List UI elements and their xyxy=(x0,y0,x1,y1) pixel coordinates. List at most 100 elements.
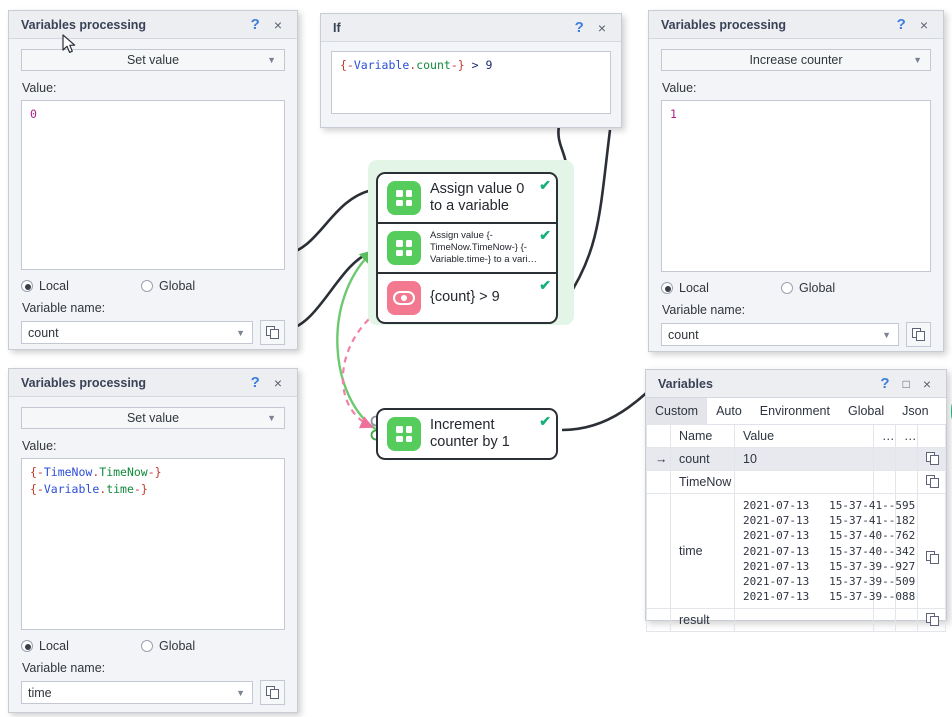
variable-name-row[interactable]: count ▼ xyxy=(661,322,931,347)
close-icon[interactable]: × xyxy=(273,16,282,33)
action-dropdown[interactable]: Set value ▼ xyxy=(21,407,285,429)
copy-button[interactable] xyxy=(260,320,285,345)
radio-global[interactable]: Global xyxy=(141,639,195,653)
table-row[interactable]: TimeNow xyxy=(646,470,946,494)
dialog-titlebar[interactable]: Variables processing ? × xyxy=(9,11,297,39)
true-branch-connector xyxy=(336,249,378,432)
dialog-variables-processing-increase[interactable]: Variables processing ? × Increase counte… xyxy=(648,10,944,352)
table-row[interactable]: → count 10 xyxy=(646,447,946,471)
action-dropdown-value: Set value xyxy=(126,411,180,425)
grid-icon xyxy=(387,417,421,451)
expr-dot: . xyxy=(99,481,107,496)
tab-json[interactable]: Json xyxy=(902,404,929,418)
value-text: 1 xyxy=(670,107,677,121)
value-line-1: {-TimeNow.TimeNow-} xyxy=(30,464,276,481)
status-check-icon: ✔ xyxy=(539,177,551,193)
dialog-title: Variables processing xyxy=(21,17,147,32)
row-copy-button[interactable] xyxy=(917,470,946,494)
row-value: 2021-07-13 15-37-41--595 2021-07-13 15-3… xyxy=(734,492,915,610)
close-icon[interactable]: × xyxy=(919,16,928,33)
variable-name-label: Variable name: xyxy=(662,303,746,317)
close-icon[interactable]: × xyxy=(922,375,931,392)
flow-node-group[interactable]: Assign value 0 to a variable ✔ Assign va… xyxy=(376,172,558,324)
row-copy-button[interactable] xyxy=(917,608,946,633)
scope-radio-group[interactable]: Local Global xyxy=(661,281,931,295)
radio-global[interactable]: Global xyxy=(781,281,835,295)
row-extra-2 xyxy=(895,470,918,494)
value-editor[interactable]: 0 xyxy=(21,100,285,270)
help-icon[interactable]: ? xyxy=(250,16,260,33)
window-variables[interactable]: Variables ? □ × Custom Auto Environment … xyxy=(645,369,952,633)
col-extra-1[interactable]: … xyxy=(873,425,896,448)
expr-brace-open: {- xyxy=(30,465,44,479)
dialog-variables-processing-time[interactable]: Variables processing ? × Set value ▼ Val… xyxy=(8,368,298,713)
expr-dot: . xyxy=(409,58,417,72)
flow-node-condition[interactable]: {count} > 9 ✔ xyxy=(378,274,556,322)
dialog-titlebar[interactable]: If ? × xyxy=(321,14,621,42)
tab-global[interactable]: Global xyxy=(847,404,885,418)
condition-editor[interactable]: {-Variable.count-} > 9 xyxy=(331,51,611,114)
action-dropdown[interactable]: Set value ▼ xyxy=(21,49,285,71)
help-icon[interactable]: ? xyxy=(574,19,584,36)
dialog-title: Variables processing xyxy=(21,375,147,390)
col-name[interactable]: Name xyxy=(670,425,735,448)
scope-radio-group[interactable]: Local Global xyxy=(21,639,285,653)
copy-button[interactable] xyxy=(260,680,285,705)
window-titlebar[interactable]: Variables ? □ × xyxy=(646,370,946,398)
tab-auto[interactable]: Auto xyxy=(716,404,742,418)
variable-name-input[interactable]: count ▼ xyxy=(21,321,253,344)
col-actions xyxy=(917,425,946,448)
help-icon[interactable]: ? xyxy=(250,374,260,391)
radio-local[interactable]: Local xyxy=(21,279,141,293)
value-editor[interactable]: {-TimeNow.TimeNow-} {-Variable.time-} xyxy=(21,458,285,630)
table-row[interactable]: time 2021-07-13 15-37-41--595 2021-07-13… xyxy=(646,492,946,610)
tab-environment[interactable]: Environment xyxy=(759,404,830,418)
radio-dot-icon xyxy=(781,282,793,294)
dialog-variables-processing-count[interactable]: Variables processing ? × Set value ▼ Val… xyxy=(8,10,298,350)
radio-local-label: Local xyxy=(39,279,69,293)
variables-tabbar[interactable]: Custom Auto Environment Global Json ▼ xyxy=(646,397,952,425)
variables-table[interactable]: Name Value … … → count 10 TimeNow xyxy=(646,425,946,633)
dialog-if[interactable]: If ? × {-Variable.count-} > 9 xyxy=(320,13,622,128)
close-icon[interactable]: × xyxy=(273,374,282,391)
variable-name-row[interactable]: time ▼ xyxy=(21,680,285,705)
radio-dot-icon xyxy=(661,282,673,294)
flow-node-label: Increment counter by 1 xyxy=(430,416,510,450)
dialog-titlebar[interactable]: Variables processing ? × xyxy=(9,369,297,397)
action-dropdown[interactable]: Increase counter ▼ xyxy=(661,49,931,71)
radio-local[interactable]: Local xyxy=(661,281,781,295)
radio-dot-icon xyxy=(141,640,153,652)
radio-global[interactable]: Global xyxy=(141,279,195,293)
expr-dot: . xyxy=(92,465,100,479)
flow-node-increment[interactable]: Increment counter by 1 ✔ xyxy=(376,408,558,460)
scope-radio-group[interactable]: Local Global xyxy=(21,279,285,293)
variable-name-input[interactable]: count ▼ xyxy=(661,323,899,346)
variable-name-row[interactable]: count ▼ xyxy=(21,320,285,345)
row-copy-button[interactable] xyxy=(917,492,946,610)
row-extra-1 xyxy=(873,470,896,494)
copy-icon xyxy=(265,685,280,700)
radio-local[interactable]: Local xyxy=(21,639,141,653)
maximize-icon[interactable]: □ xyxy=(902,376,910,391)
variable-name-input[interactable]: time ▼ xyxy=(21,681,253,704)
flow-node-assign-zero[interactable]: Assign value 0 to a variable ✔ xyxy=(378,174,556,224)
help-icon[interactable]: ? xyxy=(880,375,890,392)
close-icon[interactable]: × xyxy=(597,19,606,36)
dialog-titlebar[interactable]: Variables processing ? × xyxy=(649,11,943,39)
radio-local-label: Local xyxy=(39,639,69,653)
flow-node-increment-row[interactable]: Increment counter by 1 ✔ xyxy=(378,410,556,458)
flow-node-assign-time[interactable]: Assign value {-TimeNow.TimeNow-} {-Varia… xyxy=(378,224,556,274)
toggle-icon xyxy=(387,281,421,315)
variable-name-value: count xyxy=(668,327,699,342)
row-extra-2 xyxy=(895,447,918,471)
mouse-cursor-icon xyxy=(62,34,76,53)
value-editor[interactable]: 1 xyxy=(661,100,931,272)
row-copy-button[interactable] xyxy=(917,447,946,471)
help-icon[interactable]: ? xyxy=(896,16,906,33)
col-value[interactable]: Value xyxy=(734,425,874,448)
tab-custom[interactable]: Custom xyxy=(646,397,708,425)
col-extra-2[interactable]: … xyxy=(895,425,918,448)
copy-button[interactable] xyxy=(906,322,931,347)
table-row[interactable]: result xyxy=(646,608,946,633)
